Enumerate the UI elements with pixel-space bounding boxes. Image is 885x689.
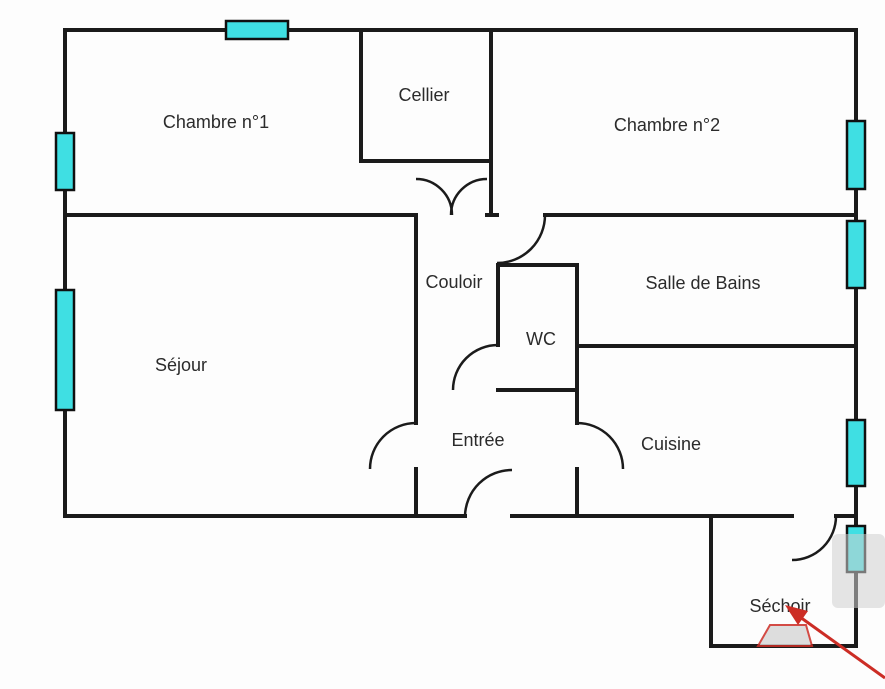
room-label-chambre-1: Chambre n°1 <box>163 112 269 132</box>
room-label-cuisine: Cuisine <box>641 434 701 454</box>
entry-door-arc <box>463 468 513 517</box>
watermark-blob <box>832 534 885 608</box>
window-chambre2-right <box>845 119 867 191</box>
arrow-layer <box>785 605 885 680</box>
window-chambre1-top <box>224 19 290 41</box>
window-chambre1-left <box>54 131 76 192</box>
window-sejour-left <box>54 288 76 412</box>
window-bains-right <box>845 219 867 290</box>
room-label-sejour: Séjour <box>155 355 207 375</box>
room-label-entree: Entrée <box>451 430 504 450</box>
red-arrow-line <box>799 615 885 680</box>
red-arrow-head <box>785 605 808 625</box>
room-label-chambre-2: Chambre n°2 <box>614 115 720 135</box>
doors-layer <box>368 177 838 562</box>
sechoir-door-arc <box>791 515 838 562</box>
watermark-flag <box>756 624 814 647</box>
room-label-salle-de-bains: Salle de Bains <box>645 273 760 293</box>
hall-double-door-right-arc <box>449 177 488 216</box>
room-label-cellier: Cellier <box>398 85 449 105</box>
room-label-wc: WC <box>526 329 556 349</box>
sejour-door-arc <box>368 421 417 470</box>
window-cuisine-right <box>845 418 867 488</box>
windows-layer <box>54 19 867 574</box>
wc-door-arc <box>451 343 499 391</box>
room-label-couloir: Couloir <box>425 272 482 292</box>
watermark-layer <box>756 534 885 647</box>
cuisine-door-arc <box>576 421 625 470</box>
hall-double-door-left-arc <box>415 177 454 216</box>
chambre2-door-arc <box>496 214 547 265</box>
